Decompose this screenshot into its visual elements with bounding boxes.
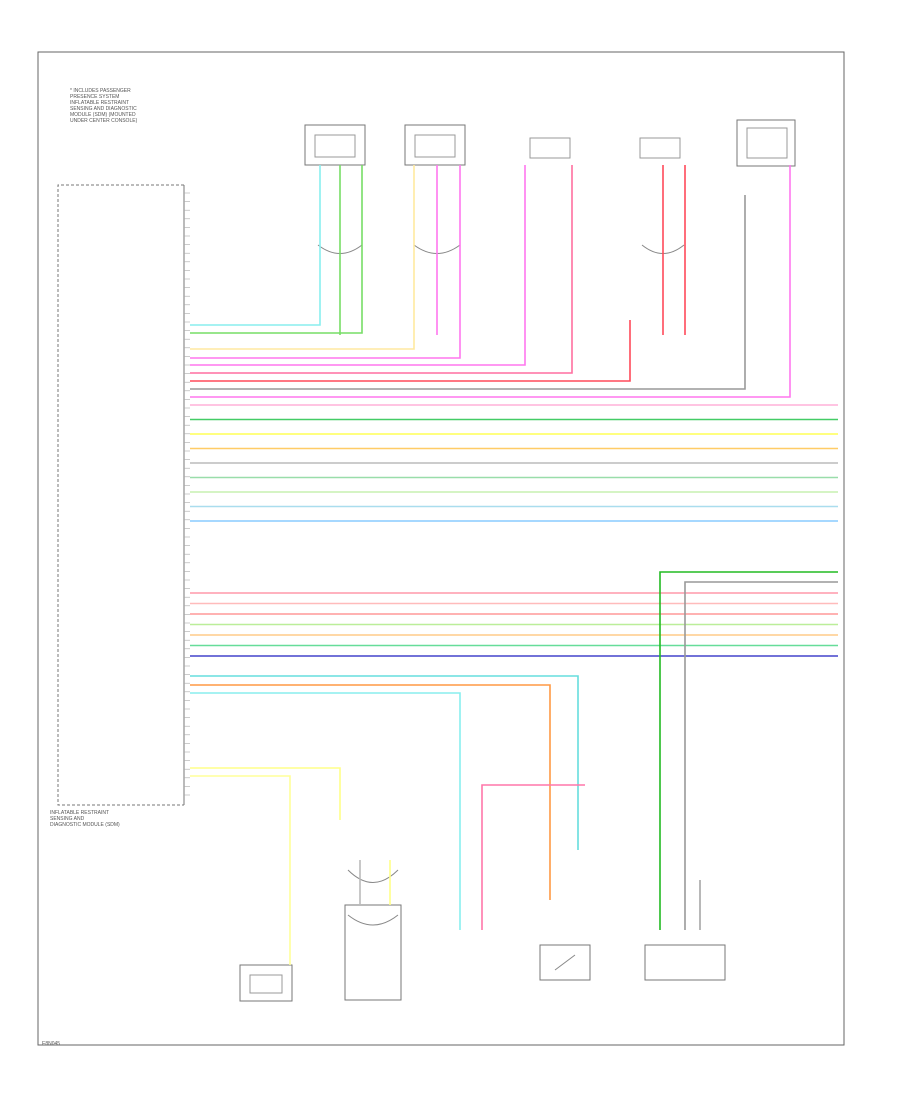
top-shorting-bars <box>317 244 685 254</box>
component-right-front-passenger-airbag-stage2 <box>344 869 402 1001</box>
note-top-left: * INCLUDES PASSENGER PRESENCE SYSTEM INF… <box>70 88 138 124</box>
corner-label: E8N045 <box>42 1041 61 1047</box>
wire-drop-pnk <box>481 784 585 930</box>
component-right-front-impact-sensor <box>404 124 466 166</box>
component-left-roof-rail-airbag <box>519 124 581 166</box>
wire-upper-7 <box>190 320 631 382</box>
wire-upper-4 <box>190 165 461 359</box>
wire-gray-riser <box>684 581 838 930</box>
wire-bottom-yel-2 <box>190 775 291 965</box>
wire-layer <box>190 165 838 965</box>
wire-upper-2 <box>190 165 363 334</box>
wire-drop-orn <box>190 684 551 900</box>
component-left-front-impact-sensor <box>304 124 366 166</box>
wire-drop-ltblu-2 <box>190 692 461 930</box>
component-passenger-seat-belt-switch <box>539 944 591 981</box>
wire-upper-8 <box>190 195 746 390</box>
note-bottom-left: INFLATABLE RESTRAINT SENSING AND DIAGNOS… <box>50 810 120 828</box>
component-sensor-top-right <box>736 119 796 167</box>
wire-green-riser <box>659 571 838 930</box>
diagram-frame <box>37 51 845 1046</box>
wire-upper-3 <box>190 165 415 350</box>
component-occupant-classification-module <box>644 944 726 981</box>
component-right-roof-rail-airbag <box>629 124 691 166</box>
pin-layer <box>184 192 190 796</box>
wire-upper-9 <box>190 165 791 398</box>
wire-upper-6 <box>190 165 573 374</box>
component-right-front-passenger-airbag-stage1 <box>239 964 293 1002</box>
wire-drop-ltblu <box>190 675 579 850</box>
sdm-module-outline <box>57 184 184 806</box>
wire-upper-1 <box>190 165 321 326</box>
wire-upper-5 <box>190 165 526 366</box>
wire-bottom-yel-1 <box>190 767 341 820</box>
